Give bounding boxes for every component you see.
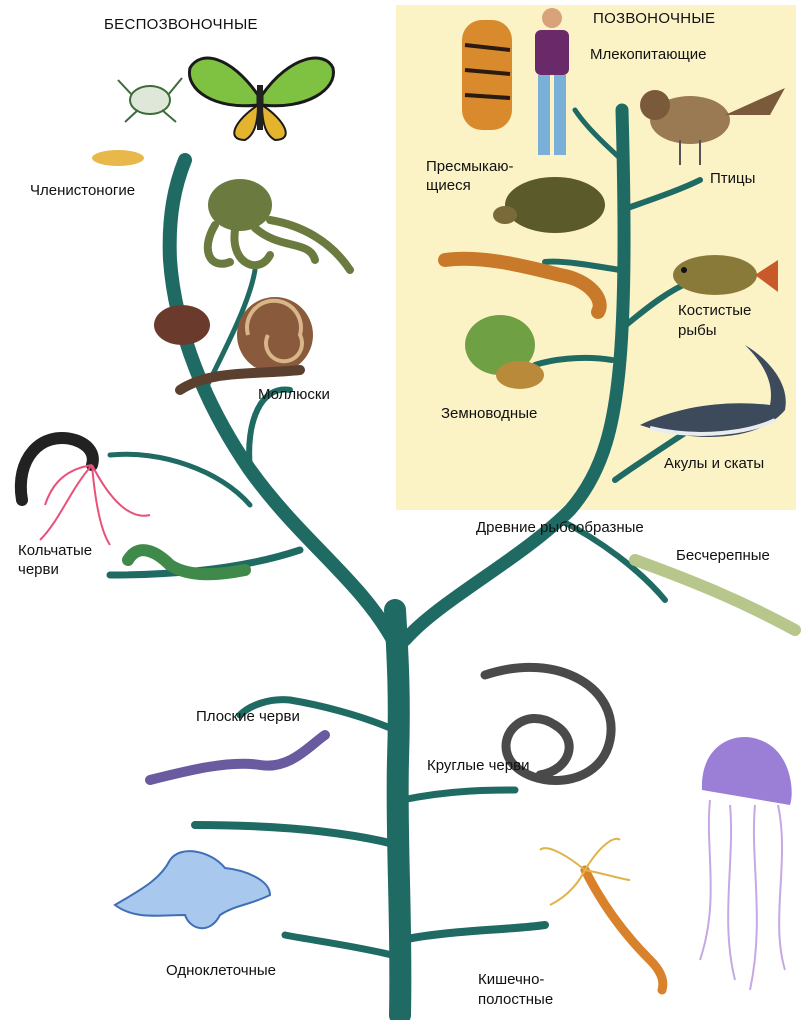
shrimp-icon xyxy=(92,150,144,166)
annelids-label-line2: черви xyxy=(18,561,59,579)
tree-trunk xyxy=(395,610,400,1015)
reptiles-label-line2: щиеся xyxy=(426,177,471,195)
reptiles-label-line1: Пресмыкаю- xyxy=(426,158,514,176)
vertebrates-heading: ПОЗВОНОЧНЫЕ xyxy=(593,10,715,28)
butterfly-icon xyxy=(189,58,333,140)
hydra-icon xyxy=(540,839,663,990)
protozoa-label: Одноклеточные xyxy=(166,962,276,980)
jellyfish-icon xyxy=(700,737,792,990)
amoeba-icon xyxy=(115,851,270,928)
branch-annelids-upper xyxy=(110,454,250,505)
flatworms-label: Плоские черви xyxy=(196,708,300,726)
mollusks-label: Моллюски xyxy=(258,386,330,404)
branch-roundworms xyxy=(402,790,515,800)
crab-icon xyxy=(118,78,182,122)
cnidarians-label-line2: полостные xyxy=(478,991,553,1009)
cnidarians-label-line1: Кишечно- xyxy=(478,971,544,989)
roundworms-label: Круглые черви xyxy=(427,757,529,775)
annelids-label-line1: Кольчатые xyxy=(18,542,92,560)
tiger-icon xyxy=(462,20,512,130)
shell-icon xyxy=(154,305,210,345)
octopus-icon xyxy=(208,179,350,270)
earthworm-icon xyxy=(128,550,245,574)
ancient-fishlike-label: Древние рыбообразные xyxy=(476,519,644,537)
flatworm-icon xyxy=(150,735,325,780)
birds-label: Птицы xyxy=(710,170,755,188)
amphibians-label: Земноводные xyxy=(441,405,537,423)
mammals-label: Млекопитающие xyxy=(590,46,707,64)
acrania-label: Бесчерепные xyxy=(676,547,770,565)
arthropods-label: Членистоногие xyxy=(30,182,135,200)
sharks-rays-label: Акулы и скаты xyxy=(664,455,764,473)
branch-cnidarians xyxy=(402,925,545,940)
branch-protozoa-lower xyxy=(285,935,392,955)
bony-fish-label-line1: Костистые xyxy=(678,302,751,320)
branch-protozoa xyxy=(195,825,398,845)
bony-fish-label-line2: рыбы xyxy=(678,322,717,340)
invertebrates-heading: БЕСПОЗВОНОЧНЫЕ xyxy=(104,16,258,34)
